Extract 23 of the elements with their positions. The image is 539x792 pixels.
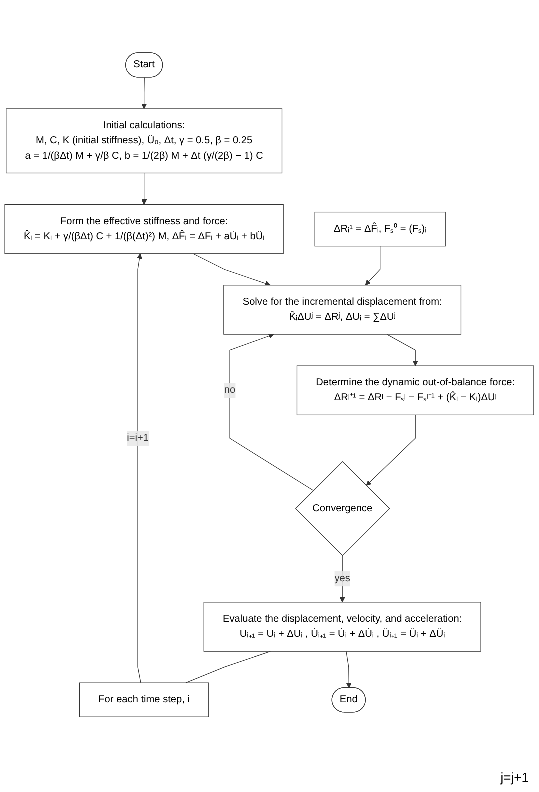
node-box: Initial calculations: M, C, K (initial stiffness), Ü₀, Δt, γ = 0.5, β = 0.25 a = 1/(βΔt) M + γ/β C, b = 1/(2β) M + Δt (γ/(2β) − 1) C (6, 108, 283, 174)
arrow (192, 254, 271, 286)
node-box: For each time step, i (79, 682, 210, 718)
node-box: Determine the dynamic out-of-balance force: ΔRʲ⁺¹ = ΔRʲ − Fₛʲ − Fₛʲ⁻¹ + (K̂ᵢ − Kᵢ)ΔUʲ (296, 366, 534, 416)
arrow (136, 254, 142, 684)
arrow (230, 334, 314, 492)
connector (186, 651, 271, 684)
node-box: ΔRᵢ¹ = ΔF̂ᵢ, Fₛ⁰ = (Fₛ)ᵢ (314, 212, 446, 247)
arrow (366, 414, 416, 486)
arrow (365, 246, 381, 286)
edge-label: i=i+1 (127, 432, 149, 444)
node-box: Evaluate the displacement, velocity, and acceleration: Uᵢ₊₁ = Uᵢ + ΔUᵢ , U̇ᵢ₊₁ = U̇ᵢ + ΔU̇ᵢ , Üᵢ₊₁ = Üᵢ + ΔÜᵢ (204, 602, 482, 652)
arrow (142, 172, 148, 205)
edge-label: yes (334, 573, 350, 584)
node-box: Form the effective stiffness and force: K̂ᵢ = Kᵢ + γ/(βΔt) C + 1/(β(Δt)²) M, ΔF̂ᵢ = ΔFᵢ + aU̇ᵢ + bÜᵢ (4, 204, 284, 254)
edge-label: no (224, 384, 236, 396)
node-box: Solve for the incremental displacement from: K̂ᵢΔUʲ = ΔRʲ, ΔUᵢ = ∑ΔUʲ (224, 285, 462, 335)
node-diamond: Convergence (295, 461, 390, 556)
arrow (346, 651, 352, 688)
arrow (142, 77, 148, 110)
loop-label: j=j+1 (500, 770, 529, 785)
arrow (386, 334, 418, 366)
arrow (340, 555, 346, 603)
